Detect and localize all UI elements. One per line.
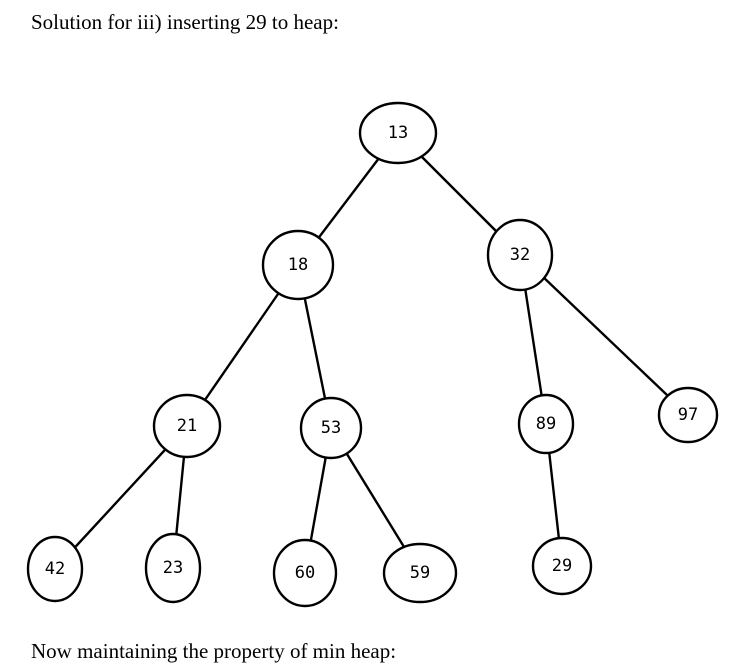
tree-nodes: 13 18 32 21 53 89 97 42 23 60 59 29 — [26, 101, 719, 608]
tree-edges — [53, 131, 690, 575]
tree-node-97: 97 — [657, 386, 719, 444]
tree-node-60: 60 — [272, 538, 338, 608]
node-label: 29 — [552, 556, 572, 576]
node-circle — [657, 386, 719, 444]
tree-node-32: 32 — [486, 218, 554, 292]
tree-node-29: 29 — [531, 536, 593, 596]
node-label: 97 — [678, 405, 698, 425]
node-label: 89 — [536, 414, 556, 434]
node-label: 60 — [295, 563, 315, 583]
tree-node-89: 89 — [517, 393, 575, 455]
node-circle — [531, 536, 593, 596]
node-label: 21 — [177, 416, 197, 436]
node-label: 13 — [388, 123, 408, 143]
tree-node-53: 53 — [299, 396, 363, 460]
node-label: 32 — [510, 245, 530, 265]
node-label: 23 — [163, 558, 183, 578]
edge-n32-n97 — [518, 253, 690, 417]
tree-node-21: 21 — [152, 393, 222, 459]
node-circle — [26, 535, 84, 603]
tree-node-13: 13 — [358, 101, 438, 165]
node-circle — [261, 229, 335, 301]
node-circle — [272, 538, 338, 608]
node-label: 59 — [410, 563, 430, 583]
heading-text: Solution for iii) inserting 29 to heap: — [31, 10, 339, 34]
tree-node-59: 59 — [382, 542, 458, 604]
tree-node-18: 18 — [261, 229, 335, 301]
footer-text: Now maintaining the property of min heap… — [31, 639, 397, 663]
node-circle — [517, 393, 575, 455]
node-circle — [144, 532, 202, 604]
tree-node-42: 42 — [26, 535, 84, 603]
node-circle — [382, 542, 458, 604]
node-label: 53 — [321, 418, 341, 438]
node-circle — [358, 101, 438, 165]
node-circle — [486, 218, 554, 292]
node-label: 18 — [288, 255, 308, 275]
node-circle — [152, 393, 222, 459]
node-circle — [299, 396, 363, 460]
tree-node-23: 23 — [144, 532, 202, 604]
node-label: 42 — [45, 559, 65, 579]
